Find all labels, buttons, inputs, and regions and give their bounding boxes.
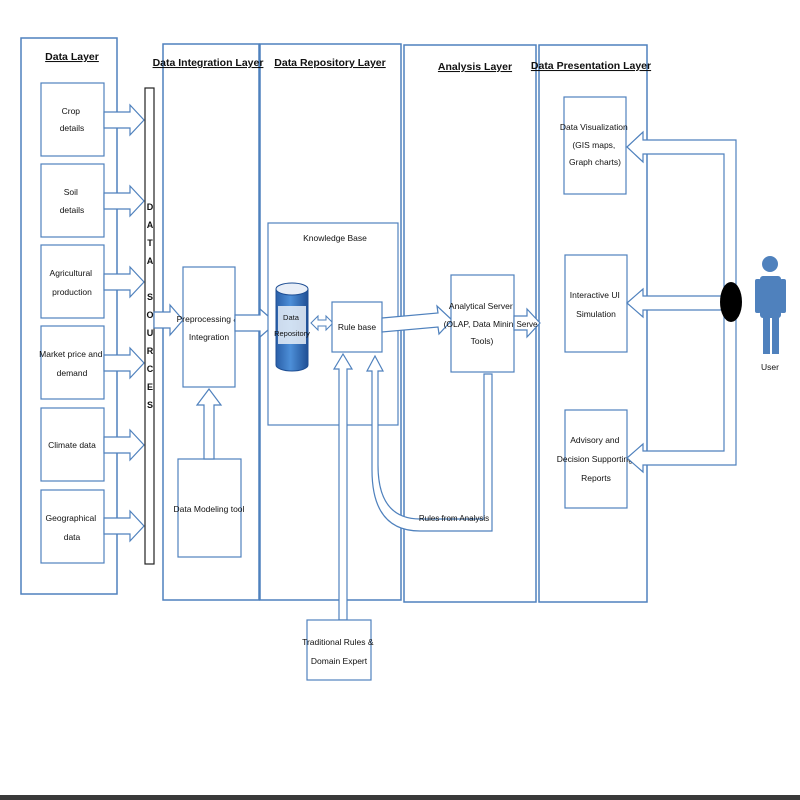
interactive-ui-label: Interactive UI Simulation	[570, 290, 622, 319]
rulebase-to-server-arrow	[381, 304, 453, 336]
source-arrow-geographical	[103, 509, 145, 543]
source-arrow-soil	[103, 184, 145, 218]
user-icon	[755, 256, 786, 354]
source-arrow-agricultural	[103, 265, 145, 299]
serve-label: Serve	[517, 320, 538, 329]
data-source-climate-label: Climate data	[48, 440, 96, 450]
traditional-rules-box	[306, 619, 372, 681]
rule-base-box	[331, 301, 383, 353]
svg-text:C: C	[147, 364, 154, 374]
data-repository-layer-title: Data Repository Layer	[274, 57, 385, 69]
source-arrows	[103, 103, 145, 543]
preprocessing-label: Preprocessing & Integration	[177, 314, 242, 342]
data-source-geographical-label: Geographical data	[46, 513, 99, 542]
user-label: User	[761, 362, 779, 372]
preprocessing-box	[182, 266, 236, 388]
analysis-layer-title: Analysis Layer	[438, 61, 512, 73]
knowledge-base-label: Knowledge Base	[303, 233, 367, 243]
svg-text:T: T	[147, 238, 153, 248]
analytical-server-label: Analytical Server (OLAP, Data Mining Too…	[444, 301, 521, 346]
interactive-ui-box	[564, 254, 628, 353]
data-source-soil-label: Soil details	[60, 187, 85, 215]
data-source-crop: Crop details	[40, 82, 105, 157]
traditional-rules-to-rulebase-arrow	[332, 352, 354, 621]
data-source-climate: Climate data	[40, 407, 105, 482]
data-source-market: Market price and demand	[39, 325, 105, 400]
svg-text:A: A	[147, 220, 154, 230]
data-source-agricultural: Agricultural production	[40, 244, 105, 319]
svg-text:R: R	[147, 346, 154, 356]
modeling-to-preprocessing-arrow	[195, 388, 223, 460]
data-sources-vertical-label: D A T A S O U R C E S	[146, 202, 153, 410]
serve-arrow	[513, 307, 541, 339]
advisory-reports-box	[564, 409, 628, 509]
svg-text:S: S	[147, 292, 153, 302]
bottom-border	[0, 795, 800, 800]
data-source-geographical: Geographical data	[40, 489, 105, 564]
data-repository-cylinder: Data Repository	[274, 282, 310, 372]
rule-base-label: Rule base	[338, 322, 377, 332]
svg-text:E: E	[147, 382, 153, 392]
svg-text:U: U	[147, 328, 154, 338]
svg-text:D: D	[147, 202, 154, 212]
data-visualization-label: Data Visualization (GIS maps, Graph char…	[560, 122, 630, 167]
data-visualization-box	[563, 96, 627, 195]
data-repository-label: Data Repository	[274, 313, 310, 338]
data-modeling-tool-label: Data Modeling tool	[174, 504, 245, 514]
data-sources-bar	[144, 87, 155, 565]
rules-from-analysis-label: Rules from Analysis	[419, 514, 489, 523]
data-source-soil: Soil details	[40, 163, 105, 238]
bar-to-preprocessing-arrow	[153, 303, 184, 337]
data-source-agricultural-label: Agricultural production	[50, 268, 95, 297]
rules-from-analysis-feedback-arrow	[366, 354, 493, 532]
svg-text:A: A	[147, 256, 154, 266]
data-integration-layer-title: Data Integration Layer	[153, 57, 264, 69]
traditional-rules-label: Traditional Rules & Domain Expert	[302, 637, 376, 666]
data-source-crop-label: Crop details	[60, 106, 85, 133]
analytical-server-box	[450, 274, 515, 373]
data-layer-title: Data Layer	[45, 51, 99, 63]
advisory-reports-label: Advisory and Decision Supporting Reports	[557, 435, 635, 483]
svg-text:O: O	[146, 310, 153, 320]
source-arrow-climate	[103, 428, 145, 462]
data-source-market-label: Market price and demand	[39, 349, 105, 378]
user-connector-node	[720, 282, 742, 322]
svg-text:S: S	[147, 400, 153, 410]
source-arrow-crop	[103, 103, 145, 137]
source-arrow-market	[103, 346, 145, 380]
data-presentation-layer-title: Data Presentation Layer	[531, 60, 651, 72]
arrow-to-interactive-ui	[626, 287, 723, 319]
